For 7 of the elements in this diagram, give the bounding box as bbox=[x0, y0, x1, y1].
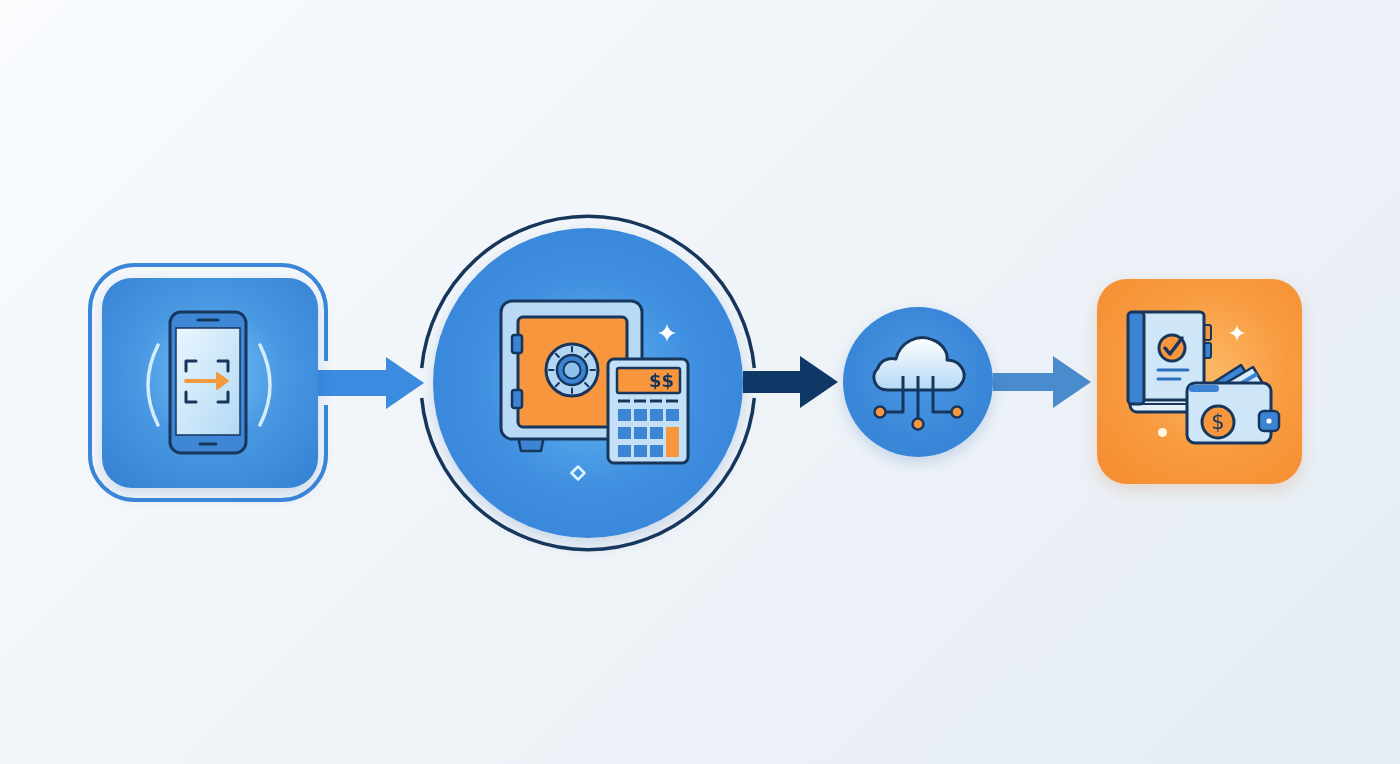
app-tile bbox=[102, 278, 318, 488]
coin-symbol: $ bbox=[1210, 409, 1226, 436]
app-tile bbox=[1097, 279, 1302, 484]
arrow bbox=[993, 356, 1091, 408]
arrow bbox=[743, 356, 838, 408]
arrow bbox=[318, 357, 424, 409]
display-text: $$ bbox=[647, 369, 675, 392]
